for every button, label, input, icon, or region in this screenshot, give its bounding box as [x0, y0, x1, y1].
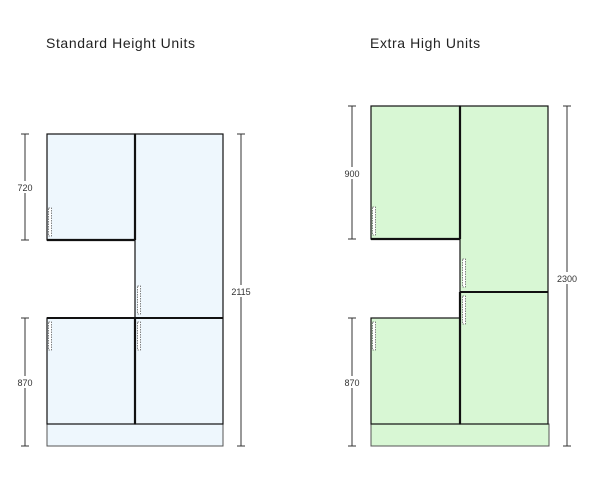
extra-high-title: Extra High Units — [370, 35, 481, 51]
standard-height-title: Standard Height Units — [46, 35, 196, 51]
standard-wall-dimension-label: 720 — [17, 183, 32, 193]
handle-icon — [137, 285, 141, 315]
extra-base-unit — [370, 317, 461, 425]
standard-wall-unit — [46, 133, 136, 241]
handle-icon — [372, 206, 376, 236]
standard-base-unit — [46, 317, 136, 425]
handle-icon — [48, 321, 52, 351]
extra-wall-unit — [370, 105, 461, 240]
handle-icon — [462, 258, 466, 288]
standard-plinth — [46, 423, 224, 447]
handle-icon — [48, 207, 52, 237]
standard-base-dimension: 870 — [14, 317, 36, 447]
extra-plinth — [370, 423, 550, 447]
standard-tall-dimension: 2115 — [228, 133, 254, 447]
standard-tall-dimension-label: 2115 — [231, 287, 250, 297]
standard-tall-unit — [134, 133, 224, 425]
extra-tall-dimension: 2300 — [554, 105, 580, 447]
standard-units-group: 720 870 2115 — [14, 133, 254, 447]
standard-wall-dimension: 720 — [14, 133, 36, 241]
handle-icon — [137, 321, 141, 351]
handle-icon — [372, 321, 376, 351]
extra-base-dimension: 870 — [341, 317, 363, 447]
extra-base-dimension-label: 870 — [344, 378, 359, 388]
handle-icon — [462, 295, 466, 325]
extra-tall-dimension-label: 2300 — [557, 274, 577, 284]
extra-tall-unit — [459, 105, 549, 425]
extra-wall-dimension: 900 — [341, 105, 363, 240]
extra-wall-dimension-label: 900 — [344, 169, 359, 179]
extra-units-group: 900 870 2300 — [341, 105, 580, 447]
standard-base-dimension-label: 870 — [17, 378, 32, 388]
